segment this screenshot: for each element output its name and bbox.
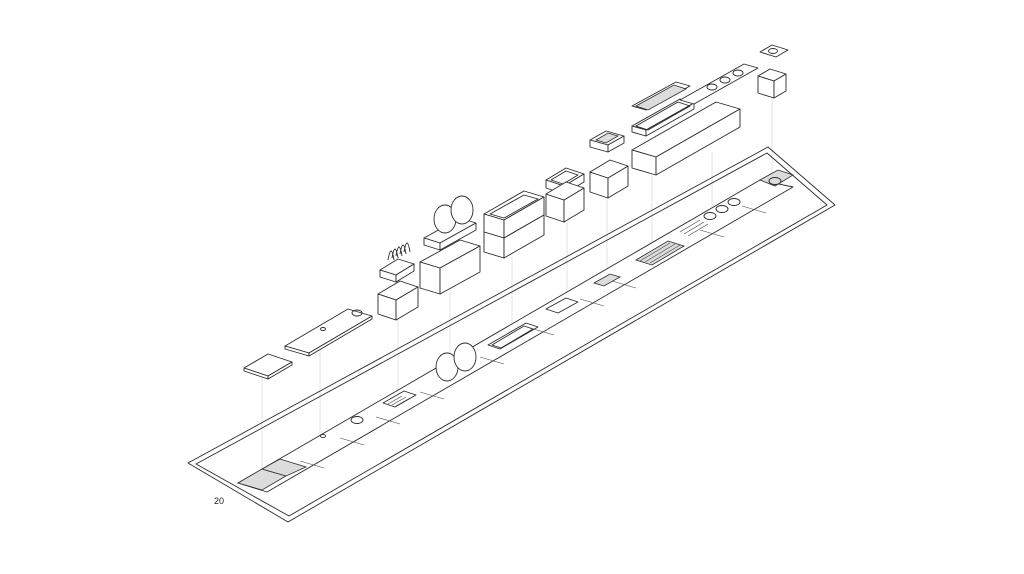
counter-base-frame [187, 146, 836, 523]
round-burner [350, 416, 364, 424]
figure-label: 20 [214, 496, 224, 506]
end-burner-module [757, 44, 789, 99]
end-burner [768, 177, 782, 185]
counter-strip [236, 169, 794, 493]
end-panel-mid [260, 458, 308, 477]
grill-module-small [589, 130, 629, 199]
tap-hole [320, 433, 326, 439]
small-sink-module [545, 167, 585, 223]
flat-panel-left [243, 353, 293, 380]
sink-module [483, 190, 545, 259]
sink-inset [487, 322, 539, 350]
dish-rack-module [377, 242, 419, 321]
flat-panel-with-hole [284, 308, 373, 357]
plates-module [419, 195, 481, 295]
range-module [631, 63, 759, 176]
plates-inset [435, 342, 477, 382]
vent-inset [679, 219, 709, 237]
grill-inset [592, 240, 685, 287]
burners-inset [703, 198, 741, 220]
dish-rack-inset [382, 390, 417, 408]
small-sink-inset [545, 297, 579, 314]
exploded-components [243, 44, 789, 380]
